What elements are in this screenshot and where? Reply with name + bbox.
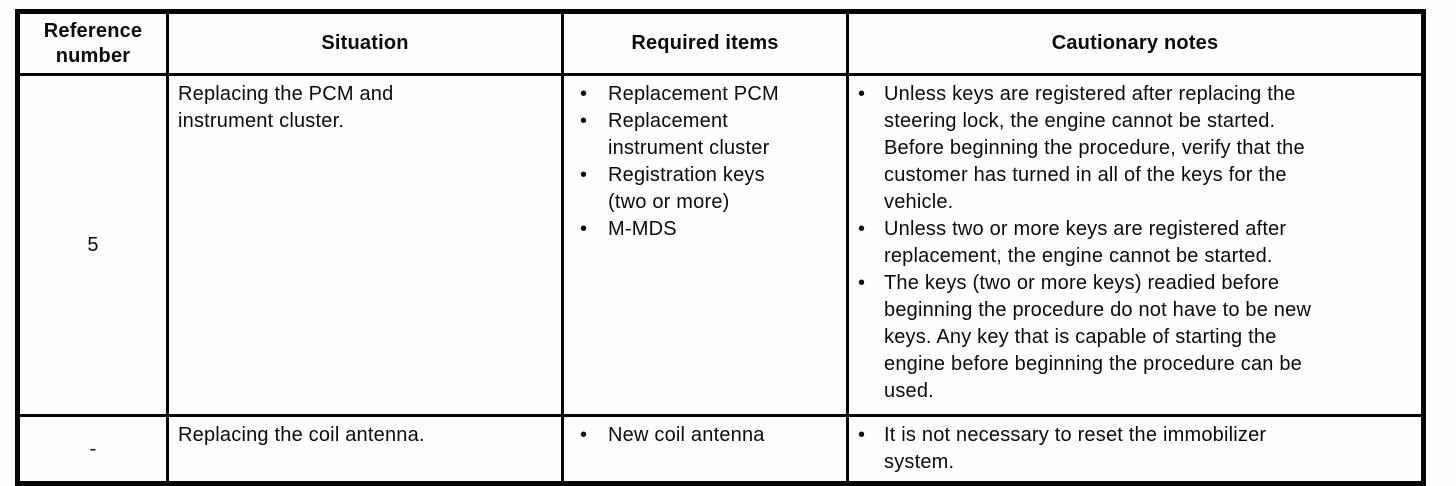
bullet-icon: • [580, 164, 588, 186]
cautionary-notes-list: • It is not necessary to reset the immob… [852, 422, 1417, 476]
list-item: • Unless keys are registered after repla… [852, 81, 1417, 216]
list-item-text: Unless keys are registered after replaci… [884, 83, 1305, 213]
cell-cautionary-notes: • Unless keys are registered after repla… [846, 73, 1425, 417]
list-item: • It is not necessary to reset the immob… [852, 422, 1417, 476]
bullet-icon: • [580, 83, 588, 105]
list-item-text: The keys (two or more keys) readied befo… [884, 272, 1312, 402]
required-items-list: • Replacement PCM • Replacement instrume… [567, 81, 844, 243]
list-item: • Registration keys (two or more) [567, 162, 844, 216]
reference-number-value: 5 [87, 233, 99, 256]
cell-required-items: • Replacement PCM • Replacement instrume… [561, 73, 849, 417]
list-item: • M-MDS [567, 216, 844, 243]
cautionary-notes-list: • Unless keys are registered after repla… [852, 81, 1417, 405]
bullet-icon: • [858, 272, 866, 294]
list-item-text: Replacement PCM [608, 83, 779, 105]
list-item: • Replacement PCM [567, 81, 844, 108]
immobilizer-procedure-table: Reference number Situation Required item… [15, 9, 1426, 486]
list-item-text: It is not necessary to reset the immobil… [884, 424, 1267, 473]
list-item: • New coil antenna [567, 422, 844, 449]
cell-required-items: • New coil antenna [561, 414, 849, 485]
cell-situation: Replacing the coil antenna. [166, 414, 564, 485]
list-item: • Unless two or more keys are registered… [852, 216, 1417, 270]
cell-reference-number: - [16, 414, 169, 485]
bullet-icon: • [858, 83, 866, 105]
cell-cautionary-notes: • It is not necessary to reset the immob… [846, 414, 1425, 485]
bullet-icon: • [580, 424, 588, 446]
list-item-text: M-MDS [608, 218, 677, 240]
situation-text: Replacing the PCM and instrument cluster… [178, 83, 394, 132]
column-header-required-items: Required items [561, 10, 849, 76]
list-item: • The keys (two or more keys) readied be… [852, 270, 1417, 405]
situation-text: Replacing the coil antenna. [178, 424, 425, 446]
bullet-icon: • [580, 110, 588, 132]
bullet-icon: • [858, 218, 866, 240]
table-row: - Replacing the coil antenna. • New coil… [16, 414, 1425, 485]
column-header-situation: Situation [166, 10, 564, 76]
table-row: 5 Replacing the PCM and instrument clust… [16, 73, 1425, 417]
list-item-text: Registration keys (two or more) [608, 164, 765, 213]
reference-number-value: - [89, 437, 97, 460]
list-item-text: New coil antenna [608, 424, 765, 446]
required-items-list: • New coil antenna [567, 422, 844, 449]
bullet-icon: • [580, 218, 588, 240]
bullet-icon: • [858, 424, 866, 446]
cell-reference-number: 5 [16, 73, 169, 417]
list-item-text: Replacement instrument cluster [608, 110, 770, 159]
cell-situation: Replacing the PCM and instrument cluster… [166, 73, 564, 417]
list-item: • Replacement instrument cluster [567, 108, 844, 162]
table-header-row: Reference number Situation Required item… [16, 10, 1425, 76]
column-header-reference-number: Reference number [16, 10, 169, 76]
column-header-cautionary-notes: Cautionary notes [846, 10, 1425, 76]
list-item-text: Unless two or more keys are registered a… [884, 218, 1287, 267]
